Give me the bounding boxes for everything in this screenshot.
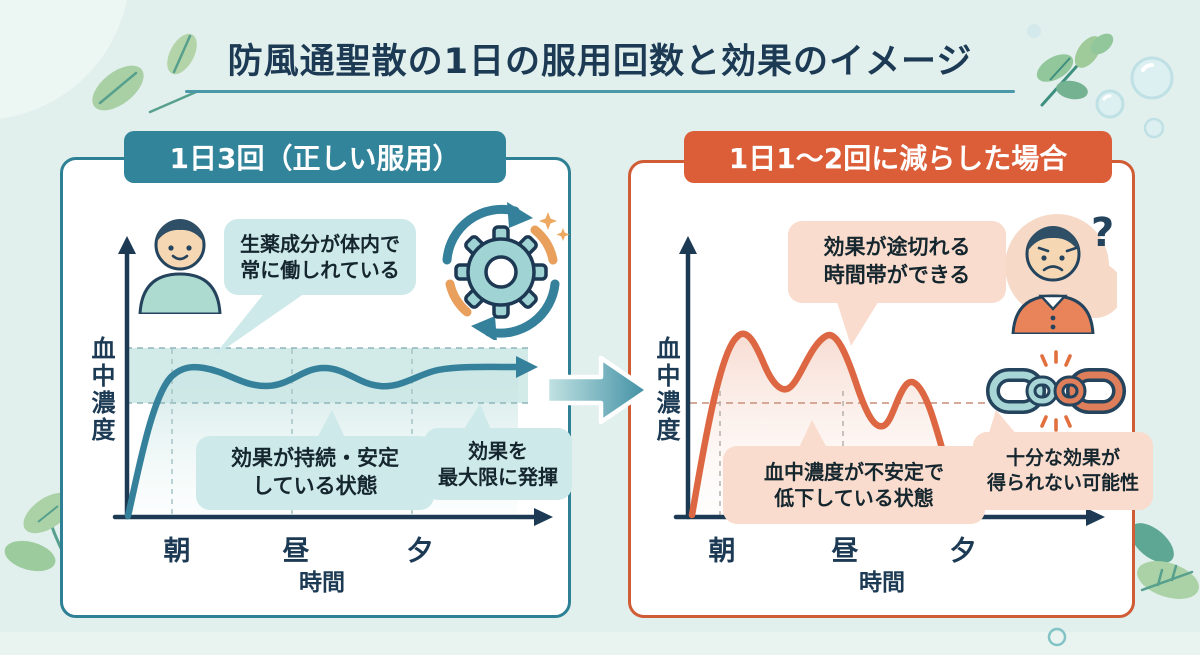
right-x-axis-arrow — [1086, 508, 1105, 526]
right-y-axis-label: 血中濃度 — [652, 336, 680, 444]
chain-left-link — [986, 368, 1059, 414]
left-tick-evening: 夕 — [406, 536, 434, 567]
leaf-decoration-top-right — [1036, 33, 1114, 107]
orange-arc-top — [530, 225, 558, 265]
water-bubbles-top-right — [1027, 24, 1174, 139]
left-x-axis-label: 時間 — [299, 570, 345, 596]
bubble-max-effect: 効果を 最大限に発揮 — [424, 428, 572, 500]
page-title: 防風通聖散の1日の服用回数と効果のイメージ — [227, 42, 973, 82]
bubble-effect-gap: 効果が途切れる 時間帯ができる — [788, 221, 1006, 303]
left-tick-noon: 昼 — [282, 536, 310, 567]
panel-header-left: 1日3回（正しい服用） — [124, 131, 506, 183]
left-x-axis-arrow — [534, 508, 553, 526]
left-grid-verticals — [171, 349, 413, 516]
sparkle-icon — [539, 212, 557, 230]
sparkle-icon-small — [556, 228, 570, 241]
stable-curve-arrowhead — [516, 356, 538, 378]
title-underline — [185, 90, 1015, 93]
bottom-strip — [0, 632, 1200, 655]
broken-chain-icon — [986, 350, 1126, 432]
right-y-axis-arrow — [679, 236, 697, 254]
gear-icon — [454, 225, 548, 319]
worried-person-icon: ? — [1005, 210, 1117, 334]
left-tick-morning: 朝 — [163, 536, 191, 567]
left-y-axis-label: 血中濃度 — [87, 336, 115, 444]
bubble-insufficient-effect: 十分な効果が 得られない可能性 — [973, 432, 1153, 510]
spark-lines — [1040, 350, 1072, 432]
unstable-concentration-curve — [688, 330, 957, 519]
transition-arrow-icon — [544, 355, 651, 425]
bubble-herbal-working: 生薬成分が体内で 常に働しれている — [224, 219, 416, 295]
question-mark-icon: ? — [1091, 210, 1114, 256]
left-axes — [112, 248, 539, 520]
bubble-unstable-level: 血中濃度が不安定で 低下している状態 — [723, 446, 985, 524]
right-tick-noon: 昼 — [831, 536, 859, 567]
ring-bubble-bottom — [1047, 627, 1067, 647]
right-tick-evening: 夕 — [949, 536, 977, 567]
bubble-stable-effect: 効果が持続・安定 している状態 — [196, 436, 434, 510]
gear-cycle-icon — [442, 202, 570, 340]
right-x-axis-label: 時間 — [859, 570, 905, 596]
leaf-decoration-bottom-right — [1130, 523, 1199, 599]
orange-arc-bottom — [445, 279, 472, 317]
chain-right-link — [1053, 368, 1126, 414]
leaf-decoration-top-left — [92, 33, 198, 114]
pale-circle-decoration — [0, 0, 127, 119]
left-y-axis-arrow — [118, 236, 136, 254]
effective-band — [128, 348, 528, 403]
right-tick-morning: 朝 — [708, 536, 736, 567]
stable-concentration-curve — [124, 363, 520, 520]
panel-header-right: 1日1〜2回に減らした場合 — [684, 131, 1112, 183]
happy-person-icon — [138, 219, 222, 314]
